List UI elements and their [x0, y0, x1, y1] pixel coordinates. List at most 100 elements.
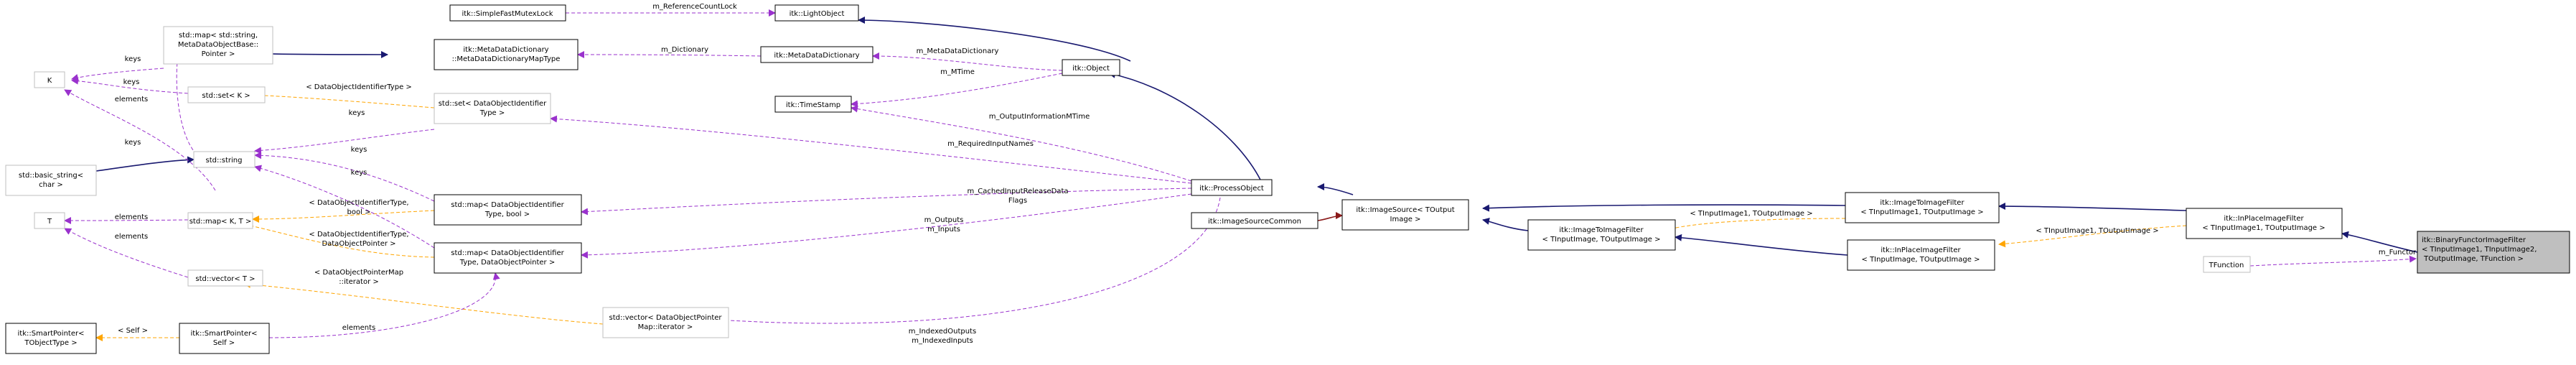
- svg-text:itk::MetaDataDictionary::MetaD: itk::MetaDataDictionary::MetaDataDiction…: [452, 46, 561, 63]
- text-line: elements: [115, 96, 148, 103]
- node-smart-pointer-tobjecttype[interactable]: itk::SmartPointer<TObjectType >: [5, 323, 97, 354]
- node-in-place-image-filter-2[interactable]: itk::InPlaceImageFilter< TInputImage1, T…: [2186, 208, 2343, 239]
- text-line: itk::SmartPointer<: [18, 330, 85, 338]
- edge-string-to-map-bool: [254, 152, 435, 202]
- edge-timestamp-to-object: [851, 73, 1063, 108]
- node-light-object[interactable]: itk::LightObject: [774, 4, 859, 22]
- text-line: m_ReferenceCountLock: [652, 3, 737, 11]
- edge-label-identifier-type-pointer: < DataObjectIdentifierType,DataObjectPoi…: [309, 231, 408, 248]
- edge-tfunction-to-binaryfunctor: [2249, 255, 2417, 267]
- text-line: m_MetaDataDictionary: [917, 47, 999, 55]
- edge-basicstring-to-string: [95, 156, 195, 172]
- text-line: bool >: [347, 208, 371, 216]
- text-line: TFunction: [2209, 262, 2244, 269]
- text-line: m_OutputInformationMTime: [989, 113, 1090, 121]
- text-line: m_Inputs: [927, 226, 960, 234]
- text-line: std::vector< T >: [195, 275, 255, 283]
- edge-smartpointer-self-to-map-pointer: [268, 272, 500, 338]
- text-line: std::basic_string<: [19, 172, 83, 180]
- svg-text:std::map< DataObjectIdentifier: std::map< DataObjectIdentifierType, Data…: [451, 249, 564, 267]
- node-std-set-k[interactable]: std::set< K >: [187, 86, 266, 103]
- text-line: T: [47, 218, 52, 226]
- node-in-place-image-filter-1[interactable]: itk::InPlaceImageFilter< TInputImage, TO…: [1847, 239, 1995, 271]
- edge-k-to-map-string: [71, 68, 164, 81]
- text-line: itk::ImageToImageFilter: [1880, 199, 1964, 207]
- node-k[interactable]: K: [34, 71, 65, 88]
- node-image-source-common[interactable]: itk::ImageSourceCommon: [1191, 212, 1319, 229]
- text-line: Map::iterator >: [638, 323, 693, 331]
- text-line: std::set< K >: [202, 92, 250, 100]
- node-image-to-image-filter-1[interactable]: itk::ImageToImageFilter< TInputImage, TO…: [1527, 219, 1676, 251]
- node-process-object[interactable]: itk::ProcessObject: [1191, 179, 1273, 196]
- edge-label-meta-data-dictionary: m_MetaDataDictionary: [917, 47, 999, 55]
- node-std-string[interactable]: std::string: [193, 151, 256, 168]
- edge-set-k-to-set-identifier: [236, 91, 435, 108]
- text-line: Image >: [1390, 216, 1421, 223]
- svg-text:itk::TimeStamp: itk::TimeStamp: [786, 101, 840, 109]
- text-line: itk::InPlaceImageFilter: [2224, 215, 2304, 223]
- svg-text:std::set< DataObjectIdentifier: std::set< DataObjectIdentifierType >: [439, 100, 547, 117]
- edges: [64, 9, 2418, 341]
- text-line: std::map< DataObjectIdentifier: [451, 201, 564, 209]
- text-line: m_CachedInputReleaseData: [967, 188, 1068, 195]
- node-std-map-k-t[interactable]: std::map< K, T >: [187, 212, 253, 229]
- text-line: itk::SmartPointer<: [191, 330, 258, 338]
- text-line: < TInputImage1, TOutputImage >: [2036, 227, 2158, 235]
- text-line: Flags: [1008, 197, 1027, 205]
- edge-label-keys-a: keys: [125, 55, 141, 63]
- node-tfunction[interactable]: TFunction: [2203, 256, 2251, 273]
- node-simple-fast-mutex-lock[interactable]: itk::SimpleFastMutexLock: [449, 4, 566, 22]
- edge-label-mtime: m_MTime: [940, 68, 975, 76]
- edge-k-to-map-kt: [64, 89, 216, 191]
- edge-label-self: < Self >: [118, 327, 148, 335]
- edge-lightobject-to-object: [858, 17, 1131, 62]
- text-line: < TInputImage, TOutputImage >: [1542, 236, 1661, 244]
- svg-text:std::basic_string<char >: std::basic_string<char >: [19, 172, 83, 189]
- node-meta-data-dictionary-map-type[interactable]: itk::MetaDataDictionary::MetaDataDiction…: [434, 39, 579, 70]
- edge-label-reference-count-lock: m_ReferenceCountLock: [652, 3, 737, 11]
- text-line: Pointer >: [202, 50, 235, 58]
- text-line: keys: [125, 139, 141, 147]
- edge-inplacefilter-2-to-binaryfunctor: [2341, 231, 2418, 253]
- node-image-to-image-filter-2[interactable]: itk::ImageToImageFilter< TInputImage1, T…: [1845, 192, 2000, 223]
- node-std-map-string[interactable]: std::map< std::string,MetaDataObjectBase…: [163, 26, 273, 65]
- text-line: itk::SimpleFastMutexLock: [462, 10, 553, 18]
- text-line: itk::LightObject: [790, 10, 845, 18]
- edge-vector-t-to-vector-pointer: [243, 280, 604, 325]
- text-line: std::set< DataObjectIdentifier: [439, 100, 547, 108]
- node-meta-data-dictionary[interactable]: itk::MetaDataDictionary: [760, 46, 874, 63]
- node-binary-functor-image-filter[interactable]: itk::BinaryFunctorImageFilter< TInputIma…: [2417, 231, 2570, 274]
- text-line: < DataObjectIdentifierType,: [309, 199, 408, 207]
- svg-text:itk::InPlaceImageFilter< TInpu: itk::InPlaceImageFilter< TInputImage1, T…: [2202, 215, 2325, 232]
- svg-text:std::vector< DataObjectPointer: std::vector< DataObjectPointerMap::itera…: [609, 314, 722, 331]
- node-t[interactable]: T: [34, 212, 65, 229]
- edge-label-keys-c: keys: [349, 109, 365, 117]
- edge-map-kt-to-map-bool: [252, 210, 435, 223]
- svg-text:std::map< DataObjectIdentifier: std::map< DataObjectIdentifierType, bool…: [451, 201, 564, 218]
- svg-text:itk::InPlaceImageFilter< TInpu: itk::InPlaceImageFilter< TInputImage, TO…: [1862, 246, 1980, 264]
- node-std-basic-string[interactable]: std::basic_string<char >: [5, 165, 97, 196]
- text-line: itk::InPlaceImageFilter: [1881, 246, 1961, 254]
- edge-label-keys-f: keys: [351, 169, 367, 177]
- edge-label-identifier-type-bool: < DataObjectIdentifierType,bool >: [309, 199, 408, 216]
- text-line: < TInputImage1, TOutputImage >: [2202, 224, 2325, 232]
- node-object[interactable]: itk::Object: [1062, 59, 1120, 76]
- text-line: Type, bool >: [484, 211, 530, 218]
- node-std-vector-t[interactable]: std::vector< T >: [187, 269, 263, 287]
- text-line: itk::ImageToImageFilter: [1559, 226, 1644, 234]
- edge-set-identifier-to-processobject: [550, 115, 1192, 184]
- node-smart-pointer-self[interactable]: itk::SmartPointer<Self >: [179, 323, 270, 354]
- svg-text:TFunction: TFunction: [2209, 262, 2244, 269]
- text-line: Type >: [479, 109, 505, 117]
- svg-text:itk::BinaryFunctorImageFilter<: itk::BinaryFunctorImageFilter< TInputIma…: [2422, 236, 2537, 263]
- edge-label-output-information-mtime: m_OutputInformationMTime: [989, 113, 1090, 121]
- node-time-stamp[interactable]: itk::TimeStamp: [774, 96, 852, 113]
- text-line: < TInputImage1, TOutputImage >: [1860, 208, 1983, 216]
